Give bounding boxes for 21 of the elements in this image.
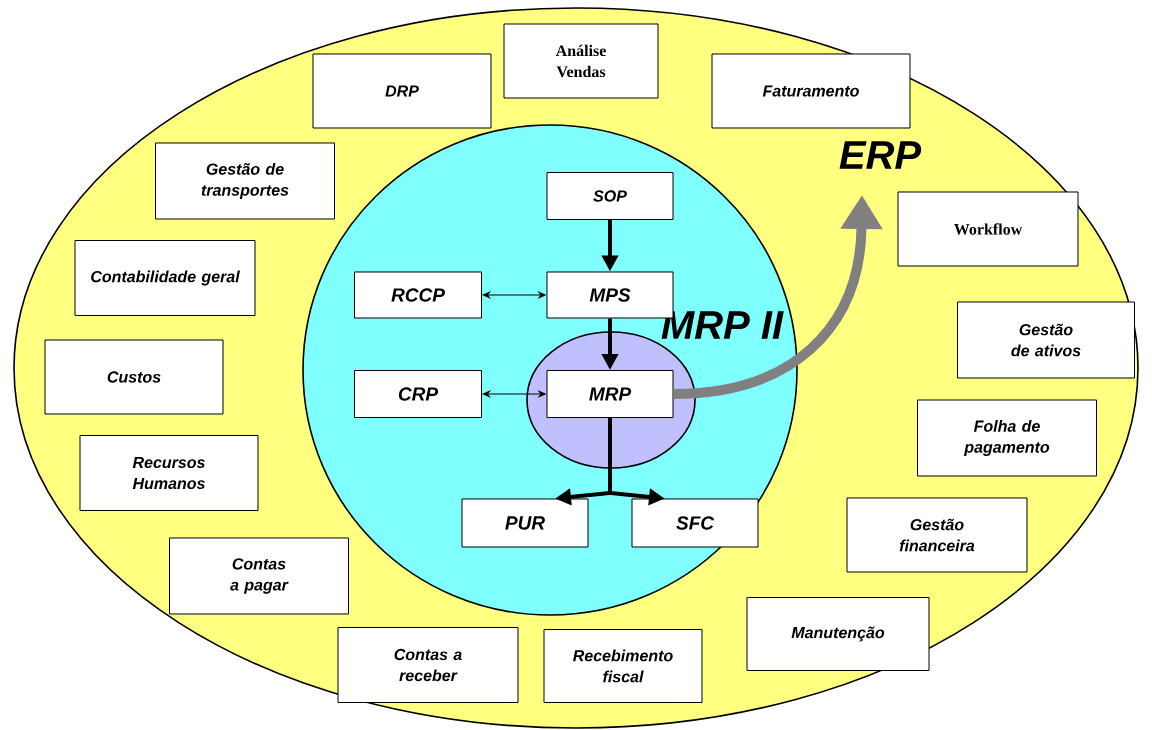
process-box: Gestão financeira	[846, 497, 1028, 573]
process-box: Recursos Humanos	[79, 435, 259, 511]
process-box: Gestão de ativos	[957, 301, 1135, 379]
process-box: PUR	[461, 498, 589, 548]
process-box: Faturamento	[711, 53, 911, 129]
process-box: Contas a receber	[337, 627, 519, 703]
process-box: Contabilidade geral	[74, 240, 256, 316]
process-box: Folha de pagamento	[917, 399, 1097, 477]
process-box: SOP	[546, 172, 674, 220]
process-box: Manutenção	[746, 597, 930, 671]
process-box: CRP	[354, 370, 482, 418]
process-box: SFC	[631, 498, 759, 548]
process-box: Análise Vendas	[503, 23, 659, 99]
process-box: Custos	[44, 339, 224, 415]
process-box: MRP	[546, 370, 674, 418]
process-box: Workflow	[897, 191, 1079, 267]
process-box: Gestão de transportes	[155, 142, 335, 220]
process-box: Recebimento fiscal	[543, 629, 703, 703]
process-box: DRP	[312, 53, 492, 129]
process-box: RCCP	[354, 271, 482, 319]
process-box: Contas a pagar	[169, 537, 349, 615]
